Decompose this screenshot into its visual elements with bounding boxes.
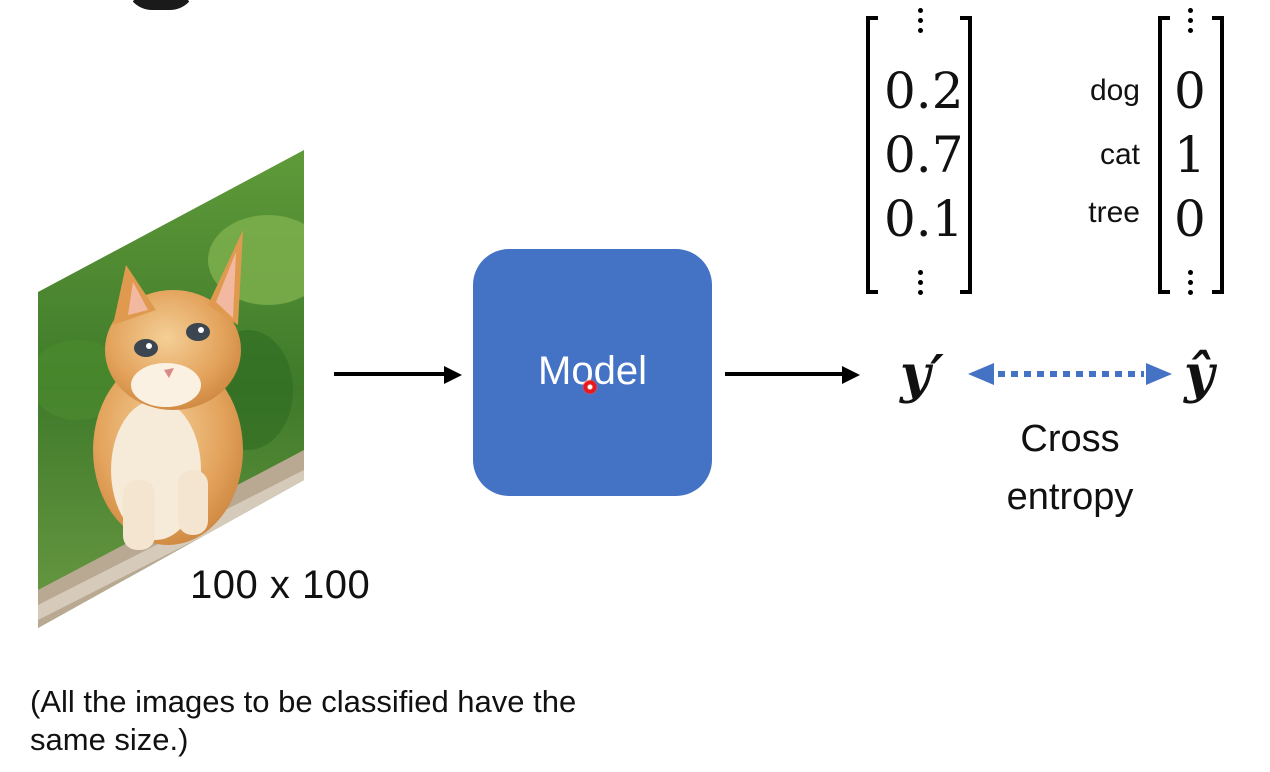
prediction-value: 0.7 bbox=[884, 126, 964, 184]
class-label-tree: tree bbox=[1088, 196, 1140, 229]
footnote-line2: same size.) bbox=[30, 722, 189, 757]
truth-value: 0 bbox=[1174, 62, 1206, 120]
model-box bbox=[473, 249, 712, 496]
ground-truth-symbol: ŷ bbox=[1184, 344, 1215, 405]
loss-label: Cross entropy bbox=[980, 410, 1160, 526]
output-arrow-line bbox=[725, 372, 843, 376]
class-label-dog: dog bbox=[1089, 74, 1140, 107]
footnote: (All the images to be classified have th… bbox=[30, 683, 576, 759]
truth-right-bracket bbox=[1212, 16, 1224, 294]
prediction-value: 0.1 bbox=[884, 190, 964, 248]
loss-label-line1: Cross bbox=[1020, 418, 1120, 460]
input-arrow-line bbox=[334, 372, 446, 376]
truth-top-vdots bbox=[1188, 8, 1194, 38]
prediction-right-bracket bbox=[960, 16, 972, 294]
prediction-symbol: y′ bbox=[900, 344, 944, 405]
loss-double-arrow bbox=[968, 363, 1172, 385]
prediction-bottom-vdots bbox=[918, 270, 924, 300]
truth-value: 1 bbox=[1174, 126, 1206, 184]
prediction-value: 0.2 bbox=[884, 62, 964, 120]
loss-label-line2: entropy bbox=[1006, 476, 1134, 518]
truth-left-bracket bbox=[1158, 16, 1170, 294]
output-arrow-head bbox=[842, 366, 860, 384]
footnote-line1: (All the images to be classified have th… bbox=[30, 684, 577, 719]
class-label-cat: cat bbox=[1099, 138, 1140, 171]
input-arrow-head bbox=[444, 366, 462, 384]
truth-bottom-vdots bbox=[1188, 270, 1194, 300]
pointer-dot bbox=[582, 379, 598, 395]
truth-value: 0 bbox=[1174, 190, 1206, 248]
slide-title-fragment bbox=[126, 0, 196, 10]
kitten-image bbox=[38, 150, 304, 628]
prediction-left-bracket bbox=[866, 16, 878, 294]
image-size-label: 100 x 100 bbox=[190, 563, 371, 607]
prediction-top-vdots bbox=[918, 8, 924, 38]
